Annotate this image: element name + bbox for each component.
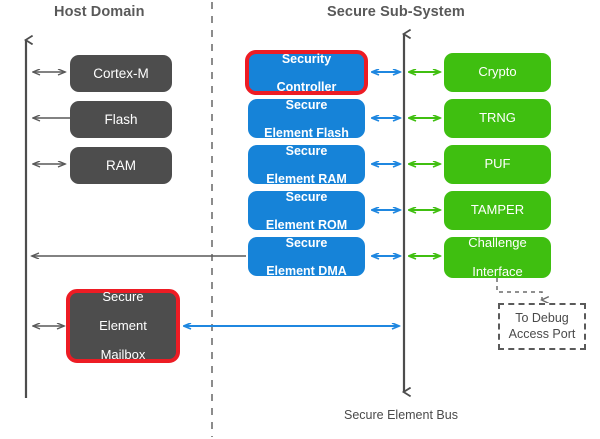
mailbox-label-line3: Mailbox	[100, 346, 146, 362]
se-ram-line2: Element RAM	[266, 171, 347, 186]
se-dma-line1: Secure	[285, 235, 328, 250]
arrow-challenge-to-debug	[496, 278, 542, 300]
challenge-interface-line2: Interface	[472, 263, 523, 279]
block-cortex-m-label: Cortex-M	[93, 65, 149, 81]
block-challenge-interface[interactable]: Challenge Interface	[444, 234, 551, 279]
debug-port-line2: Access Port	[508, 326, 576, 341]
block-secure-element-dma[interactable]: Secure Element DMA	[248, 235, 365, 278]
block-secure-element-mailbox[interactable]: Secure Element Mailbox	[66, 289, 180, 363]
block-debug-access-port[interactable]: To Debug Access Port	[498, 303, 586, 350]
trng-label: TRNG	[479, 110, 516, 126]
block-flash-label: Flash	[104, 111, 138, 127]
crypto-label: Crypto	[478, 64, 517, 80]
block-crypto[interactable]: Crypto	[444, 53, 551, 92]
block-security-controller[interactable]: Security Controller	[245, 50, 368, 95]
se-rom-line2: Element ROM	[265, 217, 348, 232]
secure-element-bus-label: Secure Element Bus	[344, 408, 458, 422]
mailbox-label-line2: Element	[99, 317, 147, 333]
block-trng[interactable]: TRNG	[444, 99, 551, 138]
debug-port-line1: To Debug	[515, 310, 569, 325]
puf-label: PUF	[484, 156, 511, 172]
security-controller-line1: Security	[281, 51, 332, 66]
block-secure-element-rom[interactable]: Secure Element ROM	[248, 189, 365, 232]
block-cortex-m[interactable]: Cortex-M	[70, 55, 172, 92]
challenge-interface-line1: Challenge	[468, 234, 527, 250]
se-flash-line1: Secure	[285, 97, 328, 112]
block-puf[interactable]: PUF	[444, 145, 551, 184]
security-controller-line2: Controller	[276, 79, 337, 94]
tamper-label: TAMPER	[470, 202, 525, 218]
secure-subsystem-title: Secure Sub-System	[327, 4, 465, 20]
se-rom-line1: Secure	[285, 189, 328, 204]
block-ram-label: RAM	[106, 157, 136, 173]
block-flash[interactable]: Flash	[70, 101, 172, 138]
block-tamper[interactable]: TAMPER	[444, 191, 551, 230]
block-secure-element-ram[interactable]: Secure Element RAM	[248, 143, 365, 186]
se-flash-line2: Element Flash	[264, 125, 349, 140]
mailbox-label-line1: Secure	[102, 288, 144, 304]
se-ram-line1: Secure	[285, 143, 328, 158]
host-domain-title: Host Domain	[54, 4, 145, 20]
block-ram[interactable]: RAM	[70, 147, 172, 184]
block-secure-element-flash[interactable]: Secure Element Flash	[248, 97, 365, 140]
se-dma-line2: Element DMA	[266, 263, 347, 278]
